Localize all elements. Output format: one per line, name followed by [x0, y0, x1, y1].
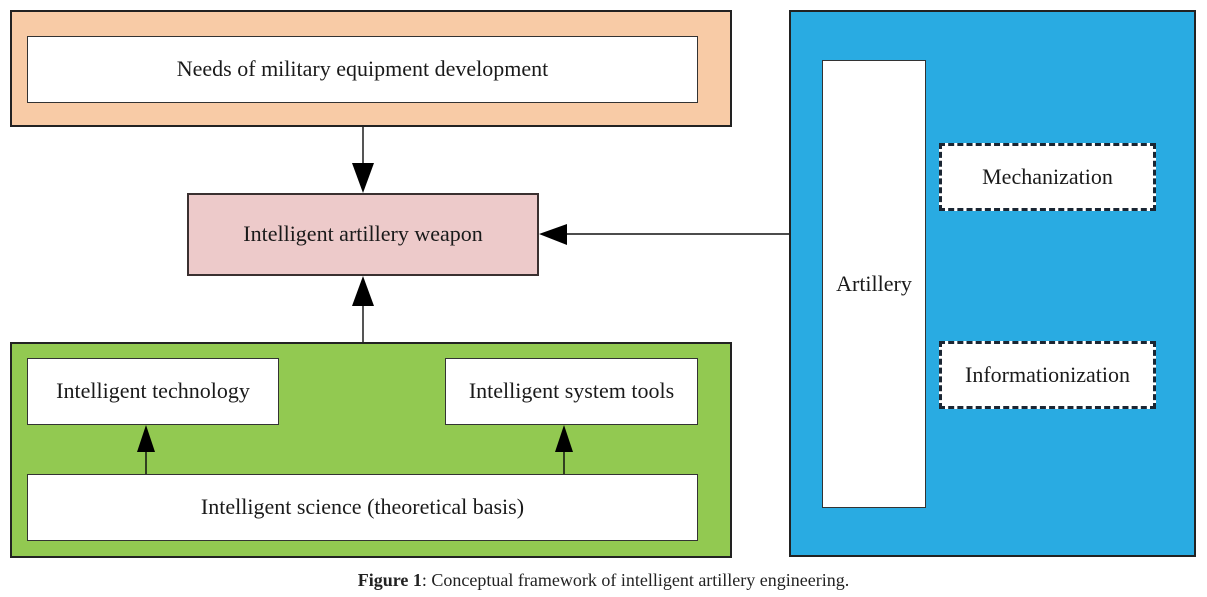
- intelligent-technology-label: Intelligent technology: [56, 378, 250, 404]
- needs-box: Needs of military equipment development: [27, 36, 698, 103]
- science-to-technology-arrowhead: [137, 425, 155, 452]
- needs-label: Needs of military equipment development: [176, 56, 549, 82]
- intelligent-artillery-weapon-box: Intelligent artillery weapon: [187, 193, 539, 276]
- artillery-label: Artillery: [836, 270, 912, 296]
- figure-caption-label: Figure 1: [357, 570, 422, 590]
- science-to-system-tools-arrowhead: [555, 425, 573, 452]
- mechanization-label: Mechanization: [982, 163, 1113, 189]
- intelligent-science-box: Intelligent science (theoretical basis): [27, 474, 698, 541]
- informationization-label: Informationization: [965, 361, 1130, 387]
- artillery-to-weapon-arrowhead: [539, 224, 567, 245]
- intelligent-system-tools-box: Intelligent system tools: [445, 358, 698, 425]
- informationization-box: Informationization: [939, 341, 1156, 409]
- artillery-box: Artillery: [822, 60, 926, 508]
- figure-caption: Figure 1: Conceptual framework of intell…: [0, 570, 1207, 591]
- science-group-to-weapon-arrowhead: [352, 276, 374, 306]
- intelligent-artillery-weapon-label: Intelligent artillery weapon: [243, 221, 483, 247]
- figure-caption-text: : Conceptual framework of intelligent ar…: [421, 570, 850, 590]
- intelligent-science-label: Intelligent science (theoretical basis): [200, 494, 525, 520]
- intelligent-system-tools-label: Intelligent system tools: [468, 378, 675, 404]
- intelligent-technology-box: Intelligent technology: [27, 358, 279, 425]
- needs-to-weapon-arrowhead: [352, 163, 374, 193]
- mechanization-box: Mechanization: [939, 143, 1156, 211]
